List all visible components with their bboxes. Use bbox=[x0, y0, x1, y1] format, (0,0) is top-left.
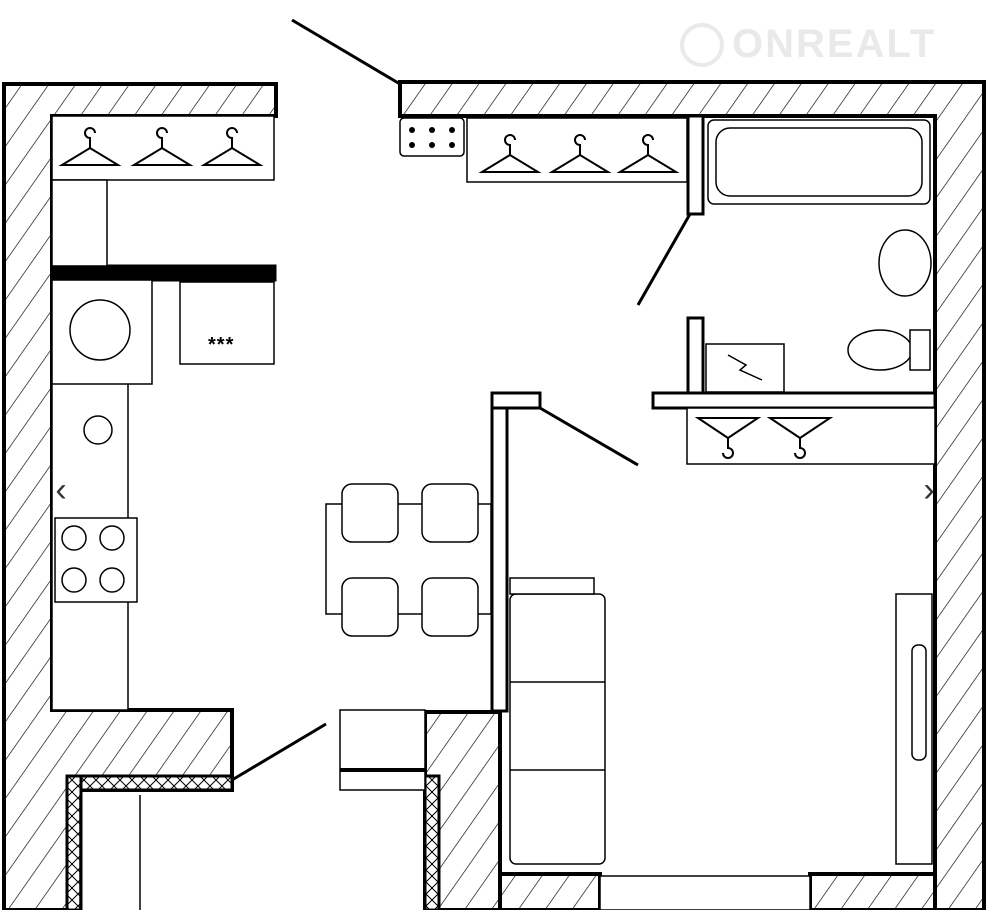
washbasin-icon bbox=[878, 229, 932, 297]
balcony-rail-top bbox=[65, 774, 234, 792]
drawers bbox=[51, 179, 108, 267]
balcony-rail-left bbox=[65, 774, 83, 910]
toilet-icon bbox=[847, 329, 913, 371]
burner-icon bbox=[61, 525, 87, 551]
sofa bbox=[509, 593, 606, 865]
sink-icon bbox=[69, 299, 131, 361]
house-icon bbox=[680, 22, 724, 67]
wall-bottom-living-right bbox=[808, 872, 937, 910]
door-balcony bbox=[231, 722, 327, 782]
door-living bbox=[539, 406, 639, 467]
partition-bath-upper bbox=[686, 114, 705, 216]
chevron-left-icon[interactable]: ‹ bbox=[55, 471, 67, 509]
window-balcony bbox=[339, 709, 426, 791]
partition-bath-bottom bbox=[651, 391, 937, 410]
door-bathroom bbox=[636, 213, 692, 306]
balcony-rail-right bbox=[423, 774, 441, 910]
door-entrance bbox=[291, 18, 401, 86]
chair bbox=[341, 483, 399, 543]
partition-kitchen bbox=[50, 264, 277, 282]
fridge bbox=[179, 281, 275, 365]
hanger-icons bbox=[58, 127, 834, 459]
wall-top-right bbox=[398, 80, 986, 910]
window-bottom bbox=[599, 875, 811, 910]
partition-bath-lower bbox=[686, 316, 705, 398]
chair bbox=[421, 483, 479, 543]
chair bbox=[421, 577, 479, 637]
partition-living-left bbox=[490, 391, 509, 713]
wall-left bbox=[2, 82, 278, 910]
watermark-text: ONREALT bbox=[732, 22, 937, 66]
washing-machine bbox=[705, 343, 785, 393]
wall-bottom-living-left bbox=[498, 872, 602, 910]
plates-icon bbox=[83, 415, 113, 445]
chevron-right-icon[interactable]: › bbox=[923, 471, 935, 509]
shoe-rack bbox=[399, 117, 465, 157]
watermark-logo: ONREALT bbox=[680, 22, 936, 67]
fridge-label: *** bbox=[208, 334, 235, 356]
chair bbox=[341, 577, 399, 637]
partition-living-top bbox=[490, 391, 542, 410]
